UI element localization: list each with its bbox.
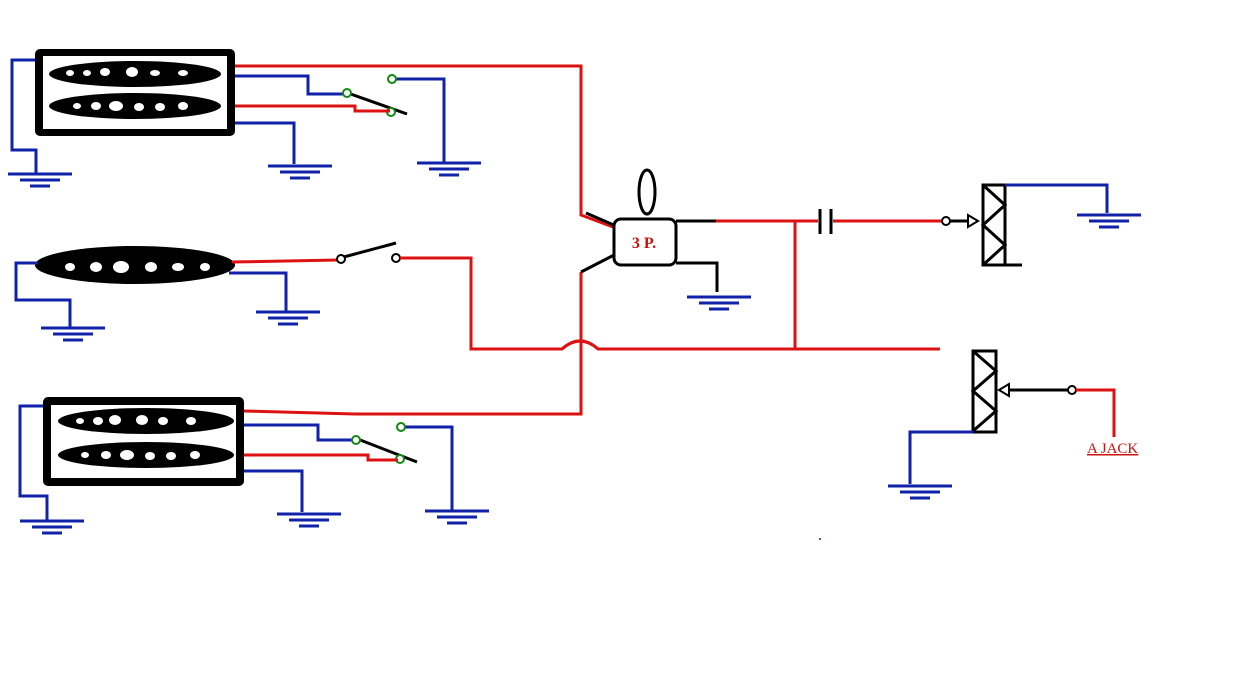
jack-label: A JACK [1087, 441, 1138, 457]
jack-wire [1076, 388, 1116, 437]
volume-ground-symbol [886, 484, 954, 500]
bridge-humbucker-pickup [43, 397, 244, 486]
middle-single-coil-pickup [35, 246, 235, 284]
selector-label: 3 P. [632, 235, 656, 252]
bridge-coil-split-switch [351, 422, 418, 464]
tone-ground-symbol [1075, 213, 1143, 229]
neck-hot-wire [235, 64, 614, 229]
middle-hot-wire [231, 258, 339, 264]
stray-mark [819, 538, 821, 540]
tone-ground-wire [1005, 183, 1109, 213]
tone-capacitor [818, 209, 833, 234]
three-position-selector: 3 P. [580, 168, 719, 292]
bridge-coil-tap-wire [244, 453, 398, 462]
neck-pickup-ground-wires [6, 58, 483, 188]
volume-ground-wire [908, 430, 973, 484]
bridge-hot-wire [243, 272, 583, 416]
middle-pickup-ground-wires [14, 261, 322, 342]
selector-ground-symbol [685, 295, 753, 311]
bridge-pickup-ground-wires [18, 404, 491, 535]
tone-potentiometer [941, 183, 1022, 267]
neck-coil-tap-wire [235, 104, 390, 113]
volume-potentiometer [970, 349, 1077, 434]
neck-humbucker-pickup [35, 49, 235, 136]
middle-switched-wire [400, 256, 940, 351]
middle-on-off-switch [336, 241, 401, 264]
